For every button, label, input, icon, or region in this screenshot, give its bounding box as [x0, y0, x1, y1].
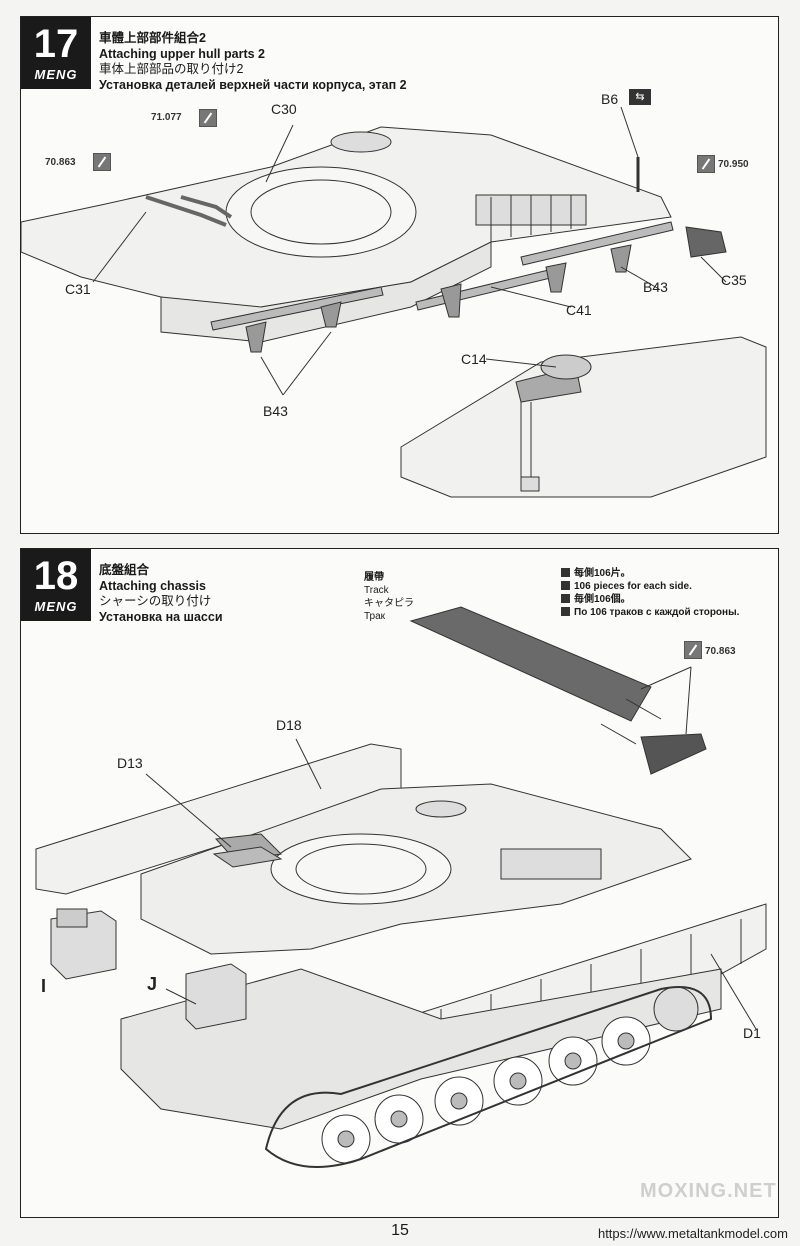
track-zh: 履帶 [364, 572, 384, 583]
title-en: Attaching chassis [99, 578, 206, 593]
part-label-c35: C35 [721, 272, 747, 288]
part-label-i: I [41, 976, 47, 996]
part-label-d1: D1 [743, 1025, 761, 1041]
part-label-c31: C31 [65, 281, 91, 297]
part-label-c14: C14 [461, 351, 487, 367]
step-titles: 底盤組合 Attaching chassis シャーシの取り付け Установ… [99, 563, 223, 625]
flip-icon: ⇆ [629, 89, 651, 105]
step-titles: 車體上部部件組合2 Attaching upper hull parts 2 車… [99, 31, 407, 93]
track-count-notes: 每側106片。 106 pieces for each side. 毎側106個… [561, 567, 739, 619]
track-ru: Трак [364, 611, 386, 622]
note-ru: По 106 траков с каждой стороны. [574, 607, 740, 618]
paintbrush-icon [697, 155, 715, 173]
paint-code: 70.863 [705, 646, 736, 657]
part-label-b6: B6 [601, 91, 619, 107]
brand-logo: MENG [34, 599, 78, 614]
footer-url: https://www.metaltankmodel.com [597, 1226, 788, 1241]
paintbrush-icon [684, 641, 702, 659]
paint-code: 70.950 [718, 159, 749, 170]
step-number: 17 [33, 22, 79, 66]
brand-logo: MENG [34, 67, 78, 82]
title-ja: 車体上部部品の取り付け2 [99, 62, 244, 76]
watermark: MOXING.NET [640, 1180, 777, 1202]
track-labels: 履帶 Track キャタピラ Трак [364, 571, 414, 623]
note-zh: 每側106片。 [574, 568, 631, 579]
note-en: 106 pieces for each side. [574, 581, 692, 592]
part-label-c30: C30 [271, 101, 297, 117]
paintbrush-icon [199, 109, 217, 127]
track-ja: キャタピラ [364, 598, 414, 609]
note-ja: 毎側106個。 [574, 594, 631, 605]
part-label-j: J [147, 974, 158, 994]
step-18-panel: 18 MENG 底盤組合 Attaching chassis シャーシの取り付け… [20, 548, 779, 1218]
part-label-b43-bottom: B43 [263, 403, 288, 419]
step-17-panel: 17 MENG 車體上部部件組合2 Attaching upper hull p… [20, 16, 779, 534]
step-number: 18 [33, 554, 79, 598]
title-ja: シャーシの取り付け [99, 594, 212, 608]
track-en: Track [364, 585, 389, 596]
part-label-d18: D18 [276, 717, 302, 733]
title-ru: Установка на шасси [99, 609, 223, 624]
paintbrush-icon [93, 153, 111, 171]
part-label-b43: B43 [643, 279, 668, 295]
step-number-badge: 18 MENG [21, 549, 91, 621]
paint-code: 71.077 [151, 112, 182, 123]
title-zh: 車體上部部件組合2 [99, 31, 206, 45]
title-ru: Установка деталей верхней части корпуса,… [99, 77, 407, 92]
title-en: Attaching upper hull parts 2 [99, 46, 265, 61]
hull-drawing [21, 106, 767, 498]
chassis-drawing [35, 606, 767, 1168]
paint-code: 70.863 [45, 157, 76, 168]
page-number: 15 [391, 1222, 409, 1239]
part-label-c41: C41 [566, 302, 592, 318]
title-zh: 底盤組合 [99, 563, 150, 577]
part-label-d13: D13 [117, 755, 143, 771]
step-number-badge: 17 MENG [21, 17, 91, 89]
